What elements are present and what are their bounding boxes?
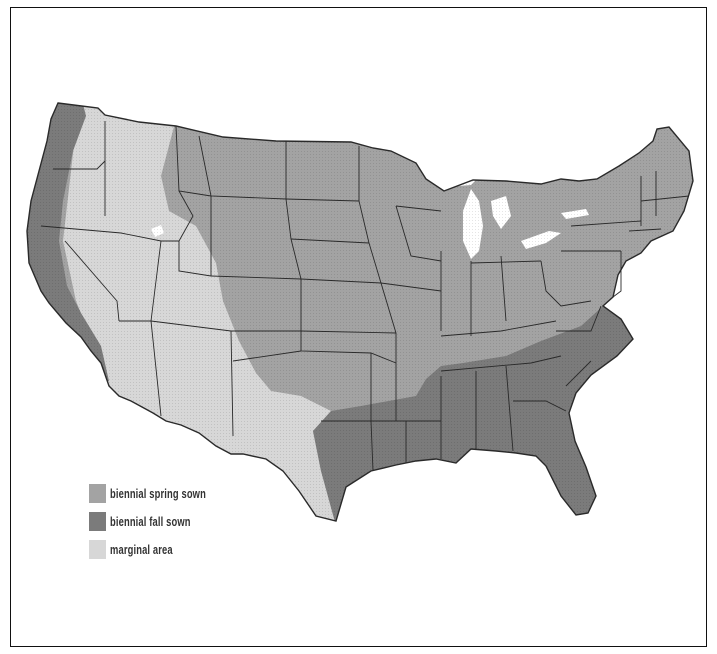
legend-swatch-fall-sown [89, 511, 106, 531]
legend-item-marginal-area: marginal area [89, 538, 243, 560]
map-legend: biennial spring sown biennial fall sown … [89, 482, 243, 566]
legend-label-marginal-area: marginal area [110, 541, 173, 557]
legend-item-fall-sown: biennial fall sown [89, 510, 243, 532]
us-planting-zone-map [26, 102, 694, 522]
print-texture [27, 103, 693, 521]
map-frame: biennial spring sown biennial fall sown … [10, 7, 707, 647]
legend-label-fall-sown: biennial fall sown [110, 513, 191, 529]
chesapeake-bay [623, 281, 631, 313]
legend-item-spring-sown: biennial spring sown [89, 482, 243, 504]
legend-swatch-spring-sown [89, 483, 106, 503]
legend-label-spring-sown: biennial spring sown [110, 485, 206, 501]
legend-swatch-marginal-area [89, 539, 106, 559]
